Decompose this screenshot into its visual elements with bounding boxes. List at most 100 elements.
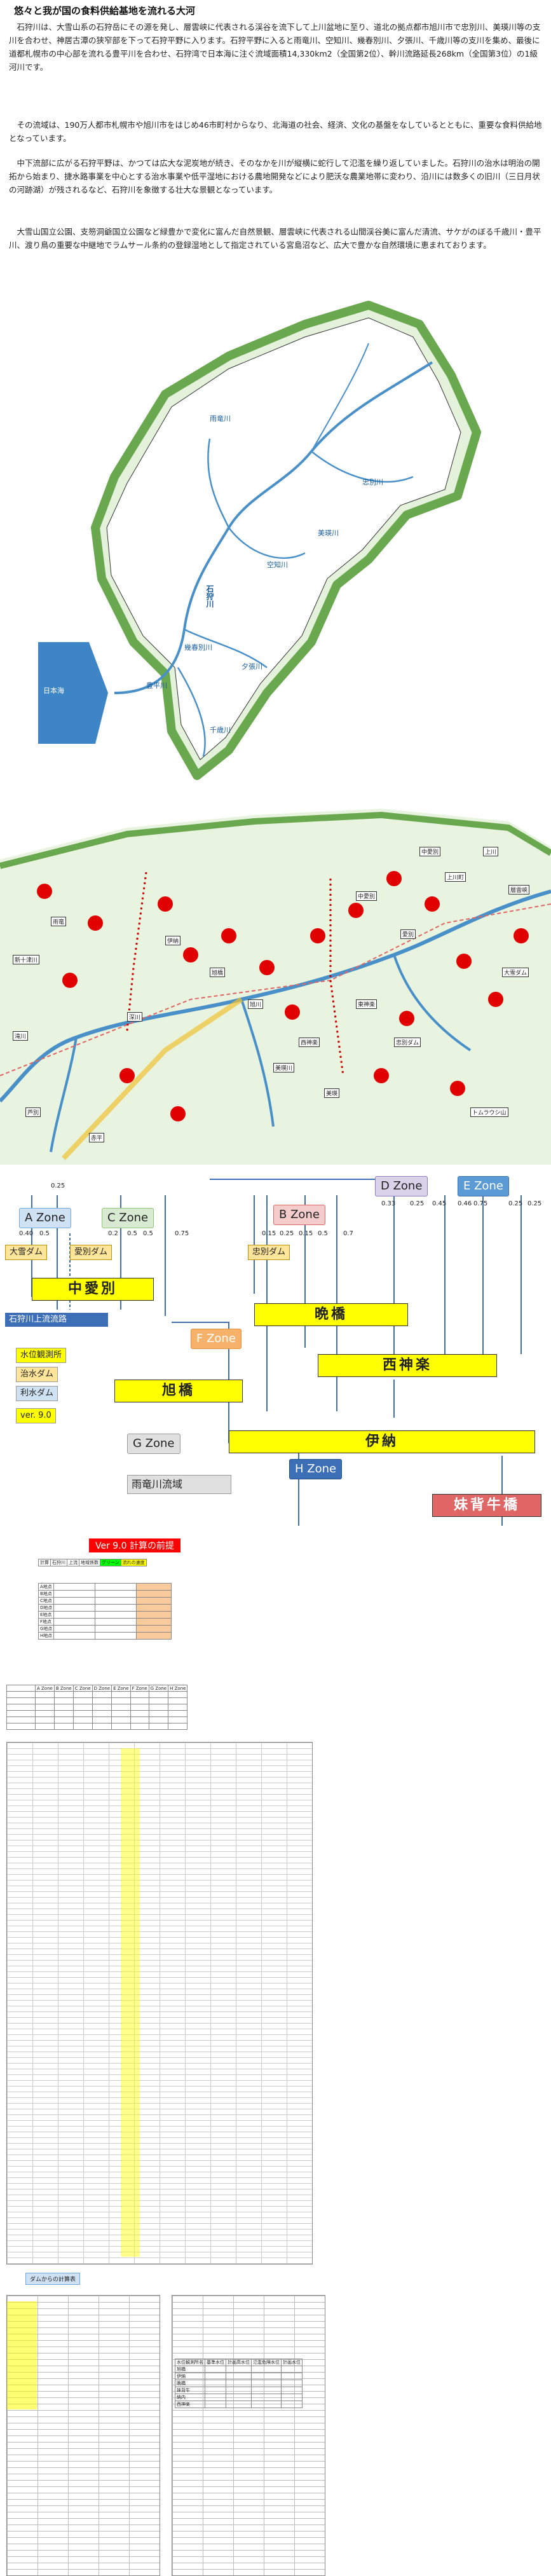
zone-c: C Zone: [102, 1208, 154, 1228]
map2-label-chubetsu-dam: 忠別ダム: [394, 1038, 421, 1047]
map2-label-taisetsu-dam: 大雪ダム: [502, 968, 529, 977]
upstream-river-3: [393, 954, 472, 1052]
row-label: E地点: [37, 1611, 55, 1619]
map2-label-aibetsu: 愛別: [400, 929, 416, 939]
upstream-border: [0, 811, 551, 869]
map2-label-ashibetsu: 芦別: [25, 1107, 41, 1117]
summary-row: 納内: [175, 2394, 205, 2401]
map2-label-higashikagura: 東神楽: [356, 999, 378, 1009]
summary-header: 計画水位: [281, 2359, 303, 2366]
tributary-3: [207, 438, 230, 528]
upstream-river-2: [240, 999, 275, 1127]
zone-col: D Zone: [92, 1685, 112, 1692]
station-inou: 伊納: [229, 1430, 535, 1453]
tributary-1: [228, 527, 306, 559]
flow-label: 0.5: [143, 1230, 153, 1237]
flow-label: 0.25: [410, 1200, 425, 1207]
basin-map-svg: [38, 301, 481, 780]
tributary-6: [311, 343, 369, 452]
flow-label: 0.5: [39, 1230, 50, 1237]
map2-label-takikawa: 滝川: [13, 1031, 29, 1041]
map2-label-asahibashi: 旭橋: [210, 968, 226, 977]
flow-label: 0.25: [51, 1182, 65, 1189]
zone-col: C Zone: [72, 1685, 93, 1692]
sheet-header-cell: 石狩川: [50, 1559, 67, 1566]
paragraph-3: 中下流部に広がる石狩平野は、かつては広大な泥炭地が続き、そのなかを川が縦横に蛇行…: [9, 158, 540, 195]
upstream-river-4: [50, 1037, 78, 1153]
zone-f: F Zone: [191, 1329, 241, 1349]
flow-label: 0.25: [280, 1230, 294, 1237]
flow-label: 0.45: [432, 1200, 447, 1207]
river-label-uryu: 雨竜川: [210, 414, 231, 423]
summary-row: 伊納: [175, 2373, 205, 2380]
river-label-toyohira: 豊平川: [146, 682, 167, 690]
tributary-2: [311, 451, 414, 483]
river-label-ishikari: 石狩川: [205, 585, 214, 608]
row-label: C地点: [37, 1597, 55, 1605]
flow-label: 0.75: [473, 1200, 488, 1207]
lower-table-right: [172, 2295, 325, 2576]
zone-col: G Zone: [148, 1685, 169, 1692]
flow-label: 0.75: [175, 1230, 189, 1237]
page-title: 悠々と我が国の食料供給基地を流れる大河: [14, 5, 196, 17]
sheet-title: Ver 9.0 計算の前提: [89, 1538, 181, 1552]
tributary-4: [184, 628, 268, 669]
zone-col: H Zone: [168, 1685, 188, 1692]
sheet-header-cell: 上流: [67, 1559, 79, 1566]
river-label-ikushunbetsu: 幾春別川: [184, 643, 212, 652]
flow-label: 0.33: [381, 1200, 396, 1207]
flow-label: 0.40: [19, 1230, 34, 1237]
map2-label-nakaaibetsu-2: 中愛別: [419, 847, 441, 856]
station-nakaaibetsu: 中愛別: [32, 1278, 154, 1301]
river-label-chitose: 千歳川: [210, 726, 231, 734]
paragraph-4: 大雪山国立公園、支笏洞爺国立公園など緑豊かで変化に富んだ自然景観、層雲峡に代表さ…: [9, 227, 541, 250]
sea-area: [38, 642, 108, 744]
paragraph-2: その流域は、190万人都市札幌市や旭川市をはじめ46市町村からなり、北海道の社会…: [9, 120, 542, 143]
map2-label-shintotsukawa: 新十津川: [13, 955, 40, 964]
legend-flood-dam: 治水ダム: [16, 1367, 58, 1382]
map2-label-biei: 美瑛: [324, 1088, 340, 1098]
summary-row: 旭橋: [175, 2366, 205, 2373]
river-label-yubari: 夕張川: [241, 662, 262, 671]
legend-version: ver. 9.0: [16, 1408, 56, 1423]
river-label-chubetsu: 忠別川: [362, 478, 383, 486]
map2-label-akabira: 赤平: [89, 1133, 105, 1142]
row-label: F地点: [37, 1618, 55, 1626]
legend-uryu-basin: 雨竜川流域: [127, 1475, 231, 1494]
summary-row: 妹背牛: [175, 2387, 205, 2394]
zone-d: D Zone: [375, 1176, 428, 1196]
zone-col: B Zone: [53, 1685, 74, 1692]
sheet-header-cell: 地域係数: [79, 1559, 100, 1566]
upstream-road-3: [329, 879, 344, 1076]
upstream-river-main: [0, 889, 551, 1103]
flow-label: 0.15: [262, 1230, 276, 1237]
map2-label-tomuraushi: トムラウシ山: [470, 1107, 508, 1117]
map2-label-nishikagura: 西神楽: [299, 1038, 320, 1047]
zone-col: F Zone: [130, 1685, 149, 1692]
station-moseushi: 妹背牛橋: [432, 1494, 541, 1517]
flow-label: 0.15: [299, 1230, 313, 1237]
flow-label: 0.5: [127, 1230, 137, 1237]
map2-label-inou: 伊納: [165, 936, 181, 945]
summary-header: 氾濫危険水位: [251, 2359, 282, 2366]
zone-e: E Zone: [458, 1176, 509, 1196]
paragraph-1: 石狩川は、大雪山系の石狩岳にその源を発し、層雲峡に代表される渓谷を流下して上川盆…: [9, 22, 541, 72]
map2-label-sounkyo: 層雲峡: [508, 885, 530, 894]
map2-label-fukagawa: 深川: [127, 1012, 143, 1022]
flow-diagram: A Zone C Zone B Zone D Zone E Zone F Zon…: [0, 1170, 551, 1526]
zone-col: E Zone: [111, 1685, 131, 1692]
flow-label: 0.25: [508, 1200, 523, 1207]
dam-aibetsu: 愛別ダム: [70, 1245, 112, 1260]
dam-taisetsu: 大雪ダム: [5, 1245, 48, 1260]
lower-table-left-yellow: [7, 2301, 37, 2409]
map2-label-uryu: 雨竜: [51, 917, 67, 926]
legend-gauge: 水位観測所: [16, 1348, 67, 1363]
sheet-header-cell: 計算: [38, 1559, 51, 1566]
flow-label: 0.2: [108, 1230, 118, 1237]
summary-header: 基準水位: [205, 2359, 226, 2366]
basin-inner: [106, 317, 461, 760]
river-label-sorachi: 空知川: [267, 561, 288, 569]
flow-label: 0.25: [527, 1200, 542, 1207]
legend-upper-route: 石狩川上流流路: [5, 1313, 108, 1327]
station-asahibashi: 旭橋: [114, 1380, 243, 1402]
